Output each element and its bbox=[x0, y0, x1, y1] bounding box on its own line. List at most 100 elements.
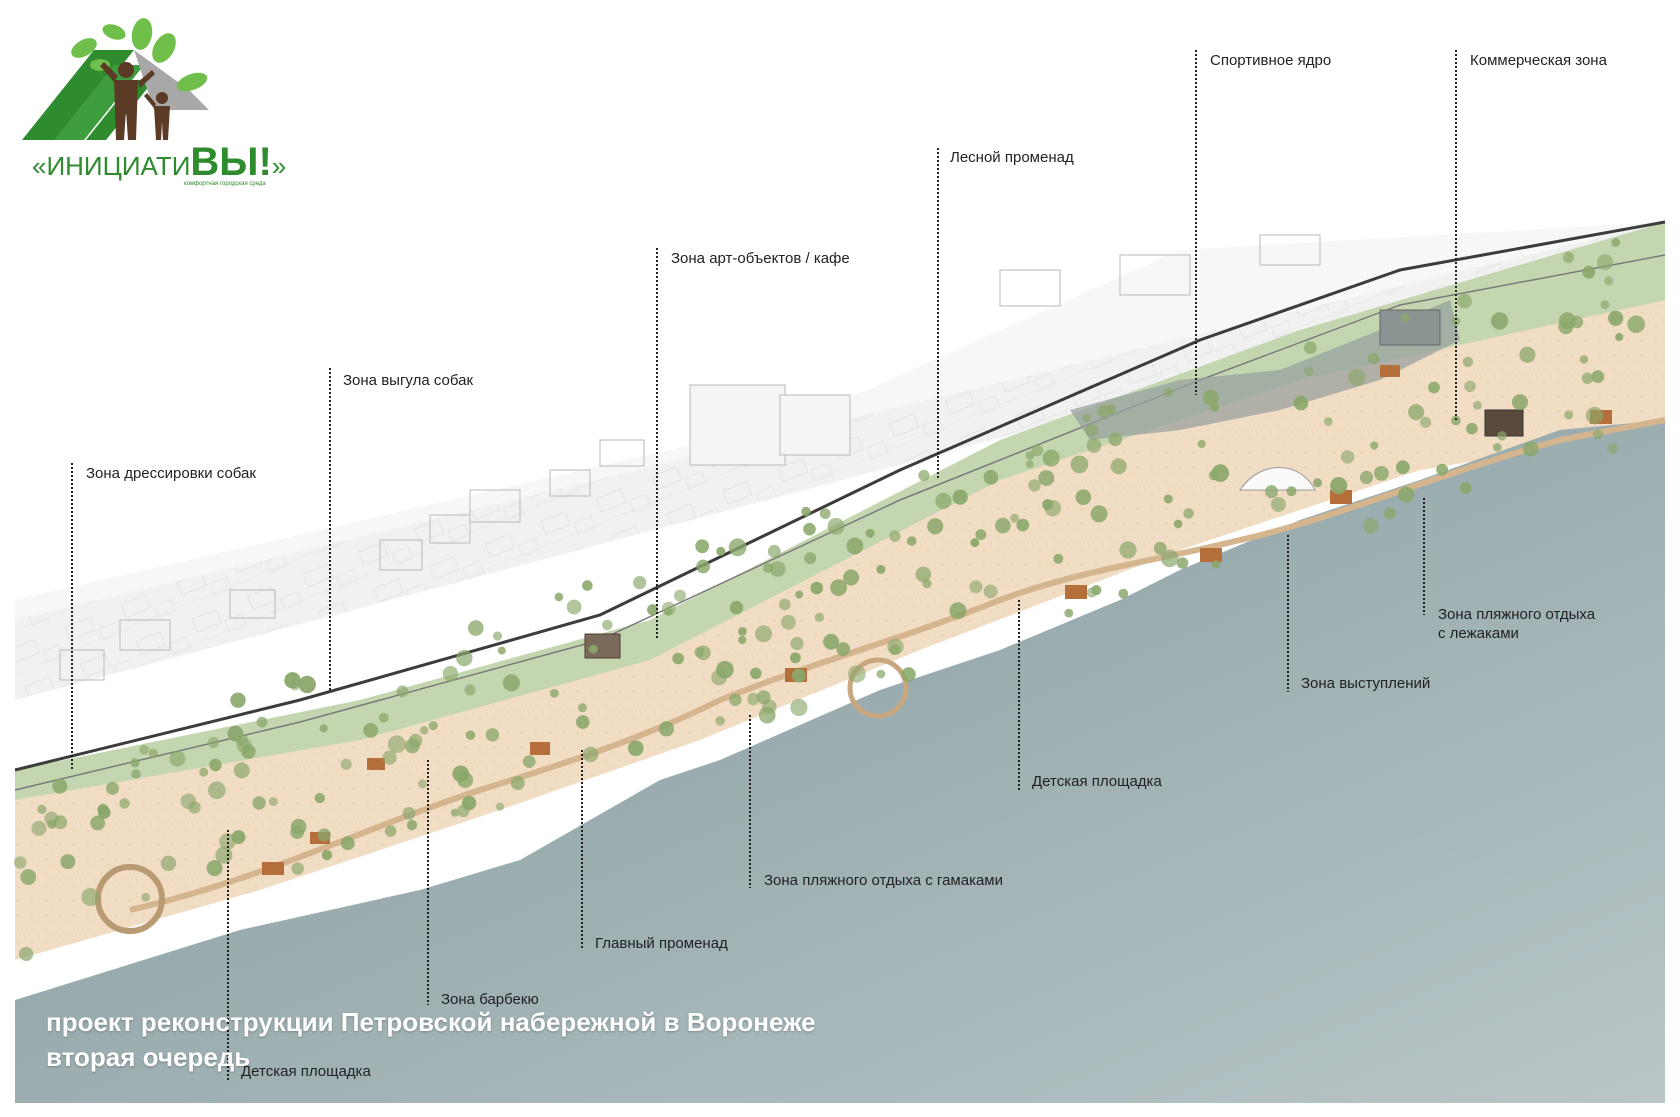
project-caption: проект реконструкции Петровской набережн… bbox=[46, 1005, 816, 1075]
tree bbox=[47, 819, 57, 829]
sand-embankment bbox=[15, 300, 1665, 960]
tree bbox=[119, 798, 130, 809]
tree bbox=[889, 644, 901, 655]
tree bbox=[510, 776, 525, 791]
tree bbox=[1451, 316, 1461, 326]
tree bbox=[1082, 414, 1091, 423]
tree bbox=[31, 820, 47, 836]
tree bbox=[208, 781, 226, 800]
tree bbox=[767, 544, 781, 558]
tree bbox=[284, 672, 301, 689]
tree bbox=[53, 815, 68, 830]
tree bbox=[1383, 507, 1396, 520]
tree bbox=[1153, 541, 1167, 555]
tree bbox=[495, 802, 505, 811]
tree bbox=[778, 598, 791, 611]
tree bbox=[13, 856, 27, 869]
tree bbox=[1160, 549, 1179, 568]
tree bbox=[291, 862, 304, 875]
tree bbox=[728, 538, 747, 557]
tree bbox=[1400, 313, 1410, 322]
tree bbox=[1523, 441, 1539, 457]
tree bbox=[1097, 405, 1111, 418]
tree bbox=[927, 518, 944, 535]
tree bbox=[319, 724, 328, 733]
tree bbox=[1593, 429, 1604, 440]
tree bbox=[1176, 557, 1189, 569]
tree bbox=[658, 721, 675, 737]
tree bbox=[1340, 450, 1355, 464]
tree bbox=[1497, 431, 1507, 441]
logo-text-a: ИНИЦИАТИ bbox=[46, 151, 191, 181]
tree bbox=[1044, 500, 1062, 517]
tree bbox=[769, 561, 786, 577]
tree bbox=[1119, 541, 1137, 559]
tree bbox=[1286, 486, 1297, 497]
tree bbox=[983, 469, 999, 485]
tree bbox=[695, 539, 710, 554]
tree bbox=[1615, 332, 1624, 342]
tree bbox=[694, 647, 705, 658]
label-performances: Зона выступлений bbox=[1301, 675, 1431, 692]
tree bbox=[790, 698, 808, 717]
tree bbox=[37, 804, 47, 815]
tree bbox=[1085, 424, 1099, 437]
tree bbox=[1564, 410, 1574, 420]
tree bbox=[1611, 237, 1621, 247]
tree bbox=[738, 635, 747, 645]
tree bbox=[935, 492, 952, 510]
tree bbox=[1163, 494, 1173, 504]
tree bbox=[131, 769, 141, 779]
tree bbox=[1330, 477, 1348, 495]
tree bbox=[1473, 400, 1482, 410]
tree bbox=[418, 779, 427, 789]
tree bbox=[1457, 293, 1472, 309]
tree bbox=[846, 537, 864, 555]
tree bbox=[576, 715, 590, 729]
tree bbox=[554, 592, 564, 602]
tree bbox=[502, 674, 520, 692]
label-forest-promenade: Лесной променад bbox=[950, 149, 1074, 166]
tree bbox=[97, 804, 109, 816]
tree bbox=[465, 730, 476, 740]
caption-line-2: вторая очередь bbox=[46, 1042, 251, 1072]
tree bbox=[230, 692, 246, 708]
tree bbox=[1464, 380, 1476, 393]
tree bbox=[141, 892, 151, 902]
tree bbox=[340, 758, 352, 770]
tree bbox=[442, 665, 459, 682]
tree bbox=[1053, 553, 1064, 564]
tree bbox=[20, 869, 37, 885]
tree bbox=[457, 804, 470, 818]
tree bbox=[1600, 300, 1610, 310]
tree bbox=[970, 538, 980, 548]
tree bbox=[450, 808, 459, 817]
tree bbox=[1086, 438, 1102, 453]
tree bbox=[317, 828, 331, 842]
tree bbox=[876, 669, 886, 679]
tree bbox=[790, 636, 804, 651]
label-art-objects-cafe: Зона арт-объектов / кафе bbox=[671, 250, 850, 267]
tree bbox=[1348, 368, 1366, 387]
tree bbox=[915, 566, 932, 583]
tree bbox=[550, 688, 559, 698]
tree bbox=[81, 888, 100, 906]
tree bbox=[633, 576, 647, 590]
tree bbox=[1562, 251, 1575, 263]
logo-quote-open: « bbox=[32, 151, 47, 181]
tree bbox=[1558, 319, 1574, 335]
tree bbox=[843, 569, 860, 586]
tree bbox=[1408, 404, 1425, 421]
tree bbox=[711, 669, 727, 686]
tree bbox=[1420, 416, 1432, 428]
tree bbox=[130, 758, 140, 768]
tree bbox=[795, 590, 804, 599]
tree bbox=[1608, 310, 1624, 326]
tree bbox=[1370, 441, 1379, 450]
service-road bbox=[14, 254, 1666, 791]
tree bbox=[402, 806, 416, 820]
tree bbox=[1183, 508, 1194, 519]
tree bbox=[1591, 370, 1605, 383]
sport-core-area bbox=[1070, 300, 1460, 440]
tree bbox=[464, 684, 476, 696]
